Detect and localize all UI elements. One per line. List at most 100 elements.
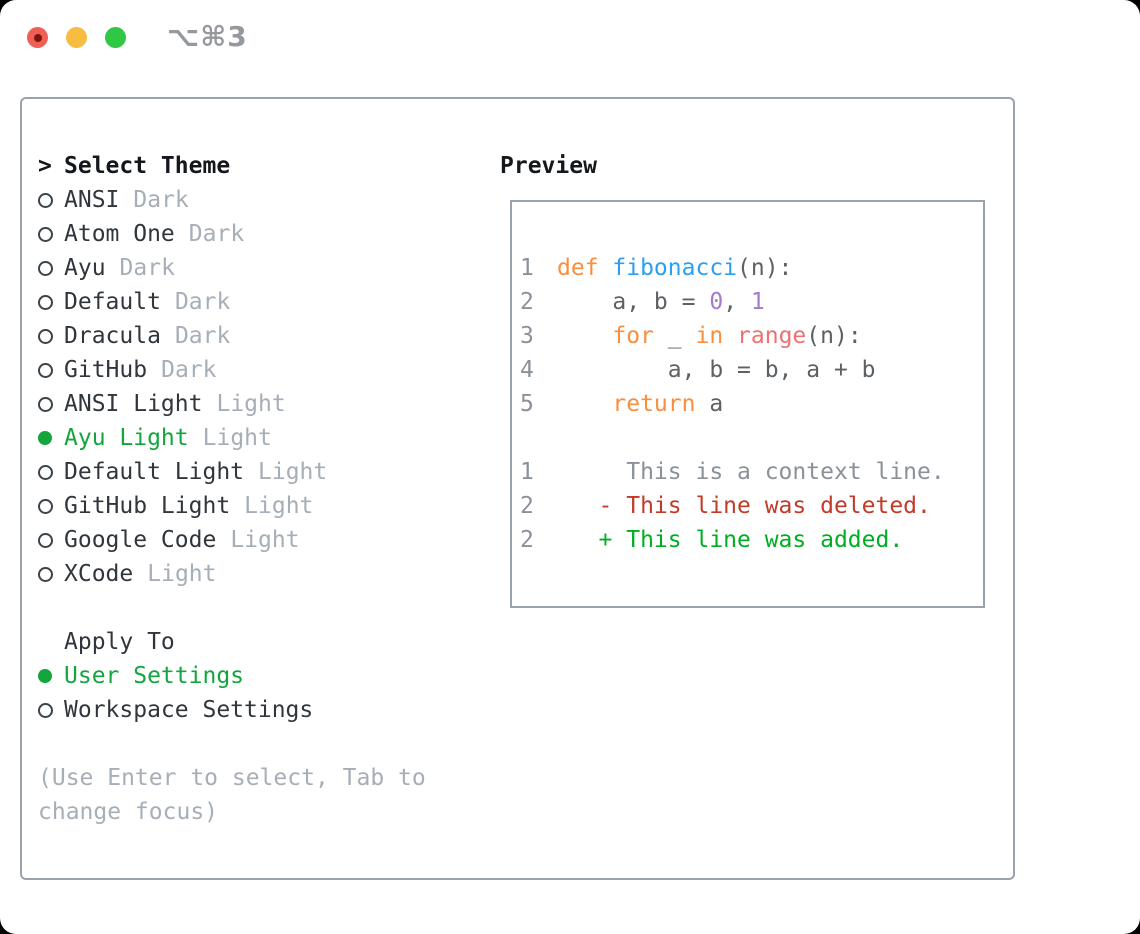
theme-variant-badge: Dark: [133, 187, 189, 213]
radio-icon: [38, 294, 53, 310]
radio-icon: [38, 498, 53, 514]
line-content: - This line was deleted.: [557, 489, 931, 523]
theme-name: Default Light: [64, 459, 245, 485]
preview-title: Preview: [500, 153, 597, 179]
theme-variant-badge: Light: [258, 459, 328, 485]
theme-name: Ayu Light: [64, 425, 189, 451]
line-number: 5: [520, 391, 534, 417]
radio-slot: [38, 192, 64, 208]
apply-to-header: Apply To: [38, 625, 500, 659]
code-token: in: [695, 323, 724, 349]
preview-line: 2 + This line was added.: [520, 523, 983, 557]
code-token: range: [737, 323, 807, 349]
radio-slot: [38, 702, 64, 718]
apply-to-label: User Settings: [64, 663, 245, 689]
radio-slot: [38, 260, 64, 276]
code-token: [557, 391, 612, 417]
apply-to-option[interactable]: User Settings: [38, 659, 500, 693]
theme-name: GitHub Light: [64, 493, 231, 519]
code-token: 0: [709, 289, 724, 315]
radio-slot: [38, 669, 64, 683]
radio-slot: [38, 362, 64, 378]
theme-variant-badge: Light: [202, 425, 272, 451]
theme-option[interactable]: Default Light Light: [38, 455, 500, 489]
apply-to-title: Apply To: [64, 629, 175, 655]
select-theme-header: > Select Theme: [38, 149, 500, 183]
theme-name: Google Code: [64, 527, 217, 553]
preview-blank-line: [520, 421, 983, 455]
code-token: ,: [723, 289, 751, 315]
line-number: 2: [520, 527, 534, 553]
radio-slot: [38, 226, 64, 242]
line-number: 2: [520, 289, 534, 315]
line-content: a, b = 0, 1: [557, 285, 764, 319]
radio-icon: [38, 226, 53, 242]
theme-variant-badge: Light: [244, 493, 314, 519]
code-token: + This line was added.: [557, 527, 904, 553]
theme-variant-badge: Dark: [161, 357, 217, 383]
line-number: 1: [520, 459, 534, 485]
code-token: _: [653, 323, 696, 349]
line-content: + This line was added.: [557, 523, 904, 557]
line-number: 3: [520, 323, 534, 349]
apply-to-option[interactable]: Workspace Settings: [38, 693, 500, 727]
theme-variant-badge: Light: [147, 561, 217, 587]
theme-option[interactable]: Ayu Light Light: [38, 421, 500, 455]
radio-slot: [38, 431, 64, 445]
code-token: (n):: [737, 255, 793, 281]
preview-line: 4 a, b = b, a + b: [520, 353, 983, 387]
line-number: 4: [520, 357, 534, 383]
code-token: [557, 323, 612, 349]
radio-slot: [38, 498, 64, 514]
preview-line: 3 for _ in range(n):: [520, 319, 983, 353]
theme-option[interactable]: ANSI Dark: [38, 183, 500, 217]
theme-name: Default: [64, 289, 161, 315]
close-button-icon[interactable]: [27, 27, 48, 48]
cursor-slot: >: [38, 149, 64, 183]
radio-icon: [38, 260, 53, 276]
theme-name: ANSI Light: [64, 391, 203, 417]
theme-variant-badge: Dark: [174, 289, 231, 315]
code-token: fibonacci: [612, 255, 738, 281]
preview-line: 2 a, b = 0, 1: [520, 285, 983, 319]
radio-slot: [38, 294, 64, 310]
radio-selected-icon: [38, 669, 52, 683]
radio-icon: [38, 328, 53, 344]
help-line: (Use Enter to select, Tab to: [38, 765, 426, 791]
theme-option[interactable]: GitHub Dark: [38, 353, 500, 387]
radio-slot: [38, 532, 64, 548]
minimize-button-icon[interactable]: [66, 27, 87, 48]
unsaved-dot-icon: [33, 33, 42, 42]
theme-option[interactable]: GitHub Light Light: [38, 489, 500, 523]
code-token: return: [612, 391, 696, 417]
code-token: (n):: [806, 323, 862, 349]
theme-option[interactable]: Default Dark: [38, 285, 500, 319]
theme-name: GitHub: [64, 357, 148, 383]
theme-variant-badge: Dark: [188, 221, 245, 247]
theme-name: ANSI: [64, 187, 120, 213]
code-token: a: [695, 391, 724, 417]
code-token: a, b =: [557, 289, 710, 315]
spacer: [38, 727, 500, 761]
code-token: a, b = b, a + b: [557, 357, 876, 383]
preview-line: 5 return a: [520, 387, 983, 421]
theme-option[interactable]: Dracula Dark: [38, 319, 500, 353]
theme-name: Dracula: [64, 323, 161, 349]
zoom-button-icon[interactable]: [105, 27, 126, 48]
preview-line: 2 - This line was deleted.: [520, 489, 983, 523]
theme-variant-badge: Dark: [174, 323, 231, 349]
radio-slot: [38, 328, 64, 344]
code-token: [723, 323, 737, 349]
preview-line: 1 This is a context line.: [520, 455, 983, 489]
radio-slot: [38, 464, 64, 480]
